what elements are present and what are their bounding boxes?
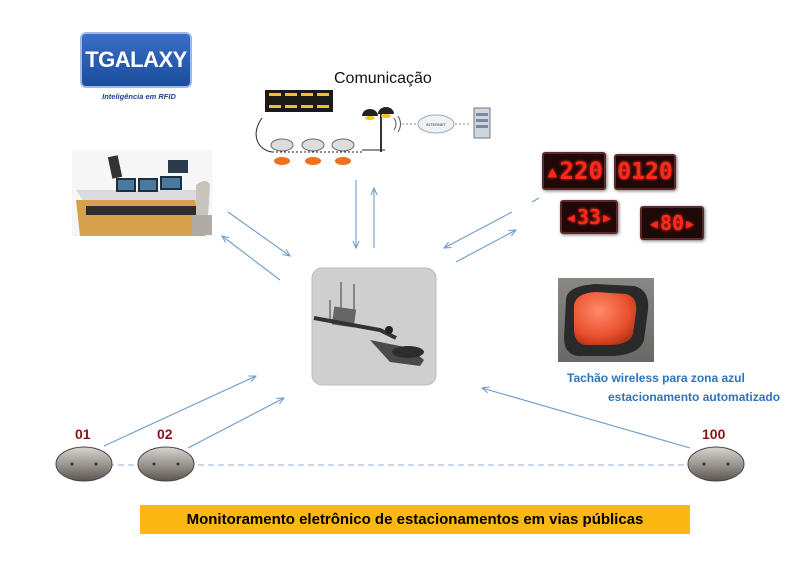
comm-sensor-3 <box>331 138 355 165</box>
server-icon <box>473 107 491 139</box>
communication-scene: INTERNET <box>255 90 491 165</box>
logo-name: TGALAXY <box>85 47 187 72</box>
communication-title: Comunicação <box>334 70 432 87</box>
cloud-label: INTERNET <box>426 122 447 127</box>
tgalaxy-logo: TGALAXY <box>80 32 192 88</box>
sensor-01-icon <box>55 446 113 482</box>
tachao-image <box>558 278 654 362</box>
logo-tagline: Inteligência em RFID <box>102 92 176 101</box>
control-room-desk-image <box>72 150 212 236</box>
arrow-gateway-to-signs <box>455 230 516 263</box>
sensor-label-01: 01 <box>75 426 91 442</box>
tachao-caption-line1: Tachão wireless para zona azul <box>567 371 745 385</box>
internet-cloud-icon: INTERNET <box>417 114 455 134</box>
street-light-gateway-image <box>311 267 437 386</box>
arrow-sensor100-to-gateway <box>482 388 691 449</box>
led-sign-1: ▴220 <box>542 152 606 190</box>
sensor-100-icon <box>687 446 745 482</box>
arrow-sensor02-to-gateway <box>187 398 284 449</box>
led-sign-3: ◂33▸ <box>560 200 618 234</box>
parking-lot-image <box>265 90 333 112</box>
led-sign-4: ◂80▸ <box>640 206 704 240</box>
sensor-02-icon <box>137 446 195 482</box>
sensor-label-02: 02 <box>157 426 173 442</box>
title-banner: Monitoramento eletrônico de estacionamen… <box>140 505 690 534</box>
sensor-label-100: 100 <box>702 426 726 442</box>
arrow-gateway-to-desk <box>222 236 281 281</box>
arrow-sensor01-to-gateway <box>103 376 256 447</box>
tachao-caption-line2: estacionamento automatizado <box>608 390 781 404</box>
arrow-desk-to-gateway <box>227 211 290 256</box>
comm-sensor-1 <box>270 138 294 165</box>
led-sign-2: 0120 <box>614 154 676 190</box>
comm-sensor-2 <box>301 138 325 165</box>
arrow-signs-to-gateway <box>444 211 513 248</box>
